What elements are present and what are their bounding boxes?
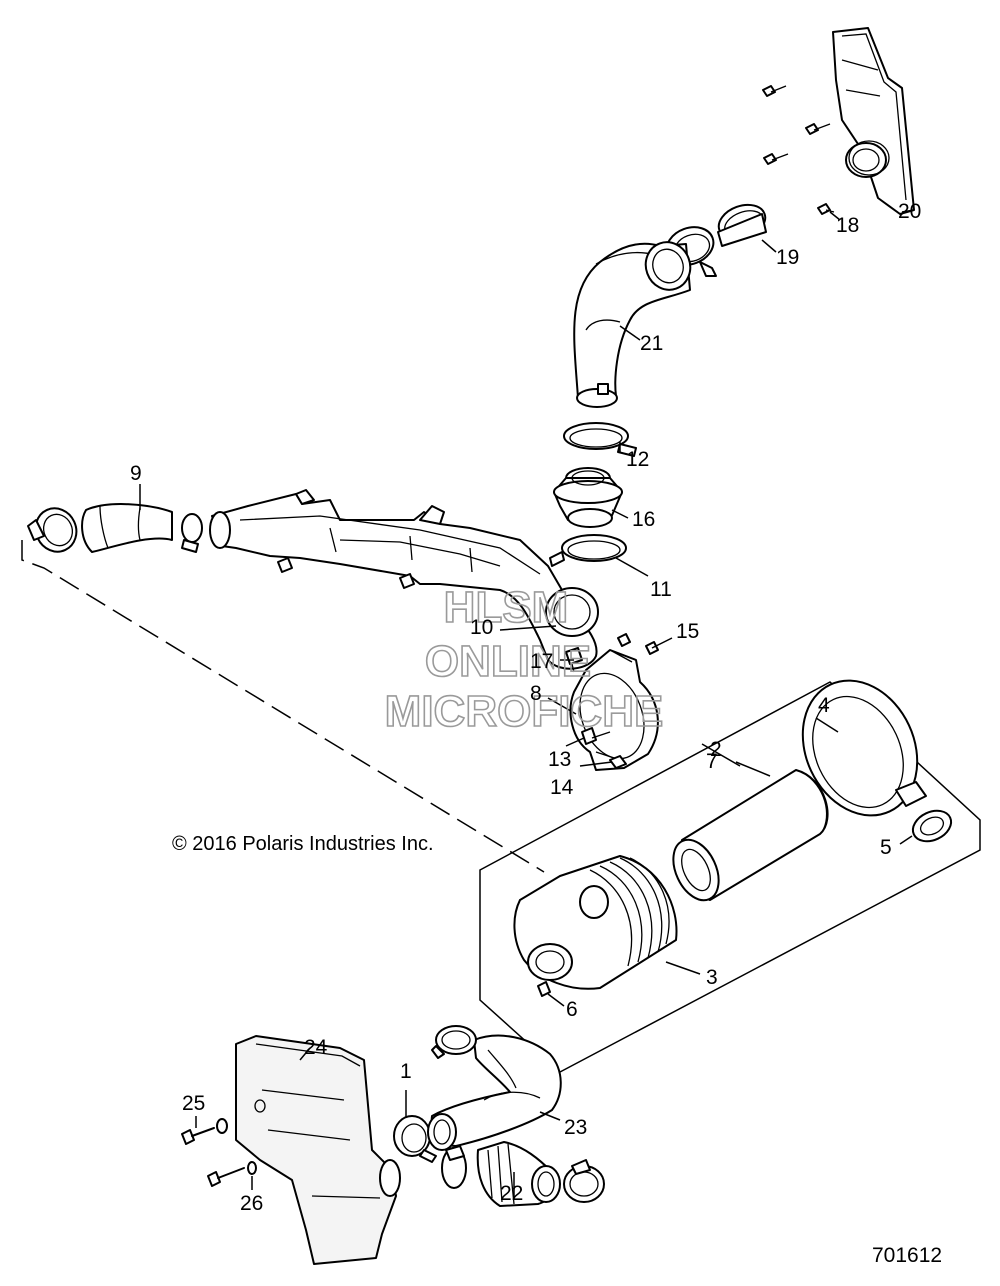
part-15-screw	[617, 633, 659, 655]
part-18-screw	[817, 203, 835, 215]
part-6-screw	[537, 981, 551, 997]
part-7-air-filter-element	[672, 769, 829, 902]
part-16-rubber-boot	[553, 467, 623, 528]
callout-20: 20	[898, 200, 921, 223]
part-1-hose-clamp	[393, 1115, 437, 1163]
part-21-curved-intake-tube	[573, 241, 692, 408]
callout-9: 9	[130, 462, 142, 485]
callout-3: 3	[706, 966, 718, 989]
part-3-airbox-housing	[513, 855, 678, 990]
callout-5: 5	[880, 836, 892, 859]
part-14-nut	[609, 755, 627, 769]
copyright-notice: © 2016 Polaris Industries Inc.	[172, 833, 434, 855]
watermark: HLSM ONLINE MICROFICHE	[384, 582, 664, 737]
callout-10: 10	[470, 616, 493, 639]
leader-lines	[139, 209, 915, 1200]
diagram-id: 701612	[872, 1244, 942, 1267]
callout-23: 23	[564, 1116, 587, 1139]
callout-26: 26	[240, 1192, 263, 1215]
callout-18: 18	[836, 214, 859, 237]
watermark-line-3: MICROFICHE	[385, 687, 664, 736]
clamp-near-part-23	[431, 1025, 477, 1059]
part-26-bolt	[207, 1161, 257, 1187]
callout-7: 7	[706, 750, 718, 773]
clamp-near-part-22-left	[441, 1145, 467, 1189]
watermark-line-2: ONLINE	[425, 637, 591, 686]
callout-16: 16	[632, 508, 655, 531]
callout-22: 22	[500, 1182, 523, 1205]
part-19-coupler-ring	[717, 203, 767, 247]
watermark-line-1: HLSM	[444, 583, 569, 632]
part-25-bolt	[181, 1118, 228, 1145]
callout-24: 24	[304, 1036, 328, 1059]
part-11-hose-clamp	[549, 534, 627, 567]
callout-6: 6	[566, 998, 578, 1021]
callout-11: 11	[650, 578, 672, 601]
part-12-hose-clamp	[563, 422, 637, 457]
part-24-intake-silencer	[235, 1035, 401, 1265]
part-9-intake-duct-assembly	[27, 489, 599, 670]
callout-4: 4	[818, 694, 830, 717]
callout-15: 15	[676, 620, 699, 643]
part-13-bolt	[581, 727, 611, 745]
part-2-kit-outline	[479, 681, 981, 1073]
part-5-dust-valve	[911, 809, 953, 843]
callout-12: 12	[626, 448, 649, 471]
callout-1: 1	[400, 1060, 412, 1083]
screws-near-part-20	[762, 85, 831, 165]
callout-2: 2	[710, 738, 722, 761]
callout-21: 21	[640, 332, 663, 355]
callout-14: 14	[550, 776, 574, 799]
callout-17: 17	[530, 650, 553, 673]
callout-13: 13	[548, 748, 571, 771]
callout-8: 8	[530, 682, 542, 705]
callout-19: 19	[776, 246, 799, 269]
part-22-flexible-boot	[476, 1141, 561, 1207]
part-20-intake-cover	[832, 27, 915, 215]
clamp-near-part-22-right	[563, 1159, 605, 1203]
assembly-dashed-line	[21, 540, 545, 873]
callout-25: 25	[182, 1092, 205, 1115]
callout-labels: 1 2 3 4 5 6 7 8 9 10 11 12 13 14 15 16 1…	[130, 200, 921, 1215]
part-4-airbox-end-cap	[801, 679, 927, 817]
part-23-elbow-hose	[427, 1034, 562, 1151]
